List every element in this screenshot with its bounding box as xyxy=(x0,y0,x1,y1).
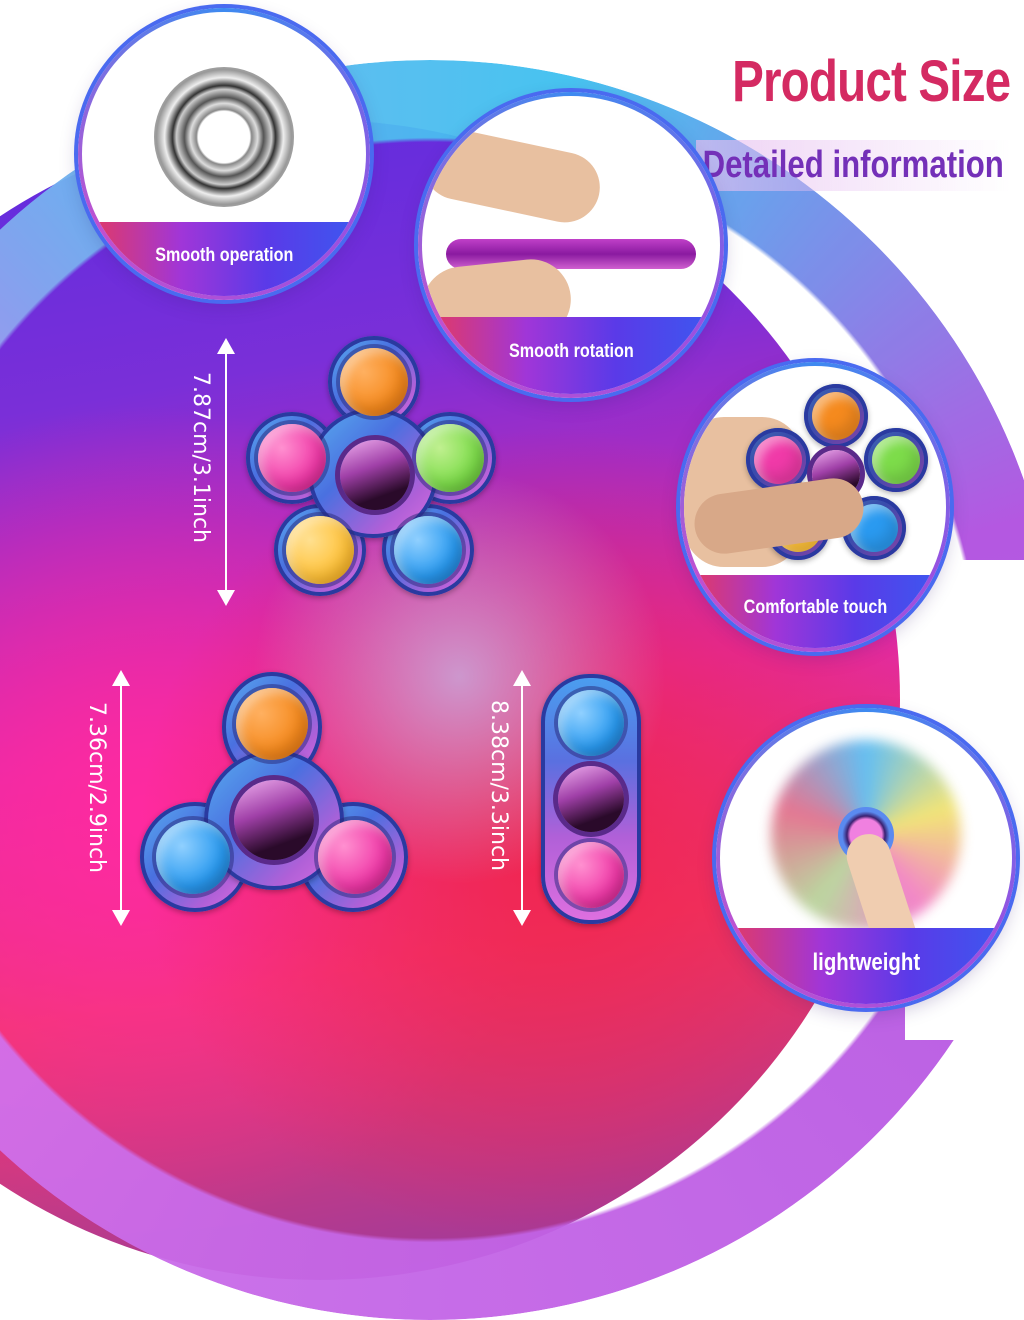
feature-band: Comfortable touch xyxy=(684,574,946,648)
feature-lightweight: lightweight xyxy=(716,708,1016,1008)
pink-button xyxy=(318,820,392,894)
feature-label: Comfortable touch xyxy=(743,597,887,619)
feature-smooth-rotation: Smooth rotation xyxy=(418,92,724,398)
blue-button xyxy=(558,690,624,756)
feature-label: Smooth operation xyxy=(154,245,294,267)
finger-top-icon xyxy=(422,122,607,229)
three-button-spinner xyxy=(140,672,408,922)
pink-button xyxy=(558,842,624,908)
measure-arrow-three-button xyxy=(112,670,130,926)
orange-button xyxy=(236,688,308,760)
orange-button xyxy=(340,348,408,416)
size-label-five-button: 7.87cm/3.1inch xyxy=(188,372,213,544)
feature-band: Smooth rotation xyxy=(422,316,720,394)
center-bearing-cap xyxy=(558,766,624,832)
feature-comfortable-touch: Comfortable touch xyxy=(680,362,950,652)
feature-label: Smooth rotation xyxy=(508,341,634,363)
blue-button xyxy=(394,516,462,584)
size-label-bar: 8.38cm/3.3inch xyxy=(486,700,511,872)
blue-button xyxy=(156,820,230,894)
feature-smooth-operation: Smooth operation xyxy=(78,8,370,300)
size-label-three-button: 7.36cm/2.9inch xyxy=(84,702,109,874)
yellow-button xyxy=(286,516,354,584)
two-button-bar-spinner xyxy=(541,674,641,924)
page-subtitle: Detailed information xyxy=(695,140,1010,191)
pink-button xyxy=(258,424,326,492)
center-bearing-cap xyxy=(234,780,314,860)
page-title: Product Size xyxy=(731,49,1011,114)
five-button-spinner xyxy=(244,336,496,606)
measure-arrow-five-button xyxy=(217,338,235,606)
ball-bearing-icon xyxy=(154,66,294,207)
center-bearing-cap xyxy=(340,440,410,510)
feature-band: Smooth operation xyxy=(82,222,366,296)
feature-label: lightweight xyxy=(812,949,920,977)
measure-arrow-bar xyxy=(513,670,531,926)
feature-band: lightweight xyxy=(720,928,1012,1004)
green-button xyxy=(416,424,484,492)
